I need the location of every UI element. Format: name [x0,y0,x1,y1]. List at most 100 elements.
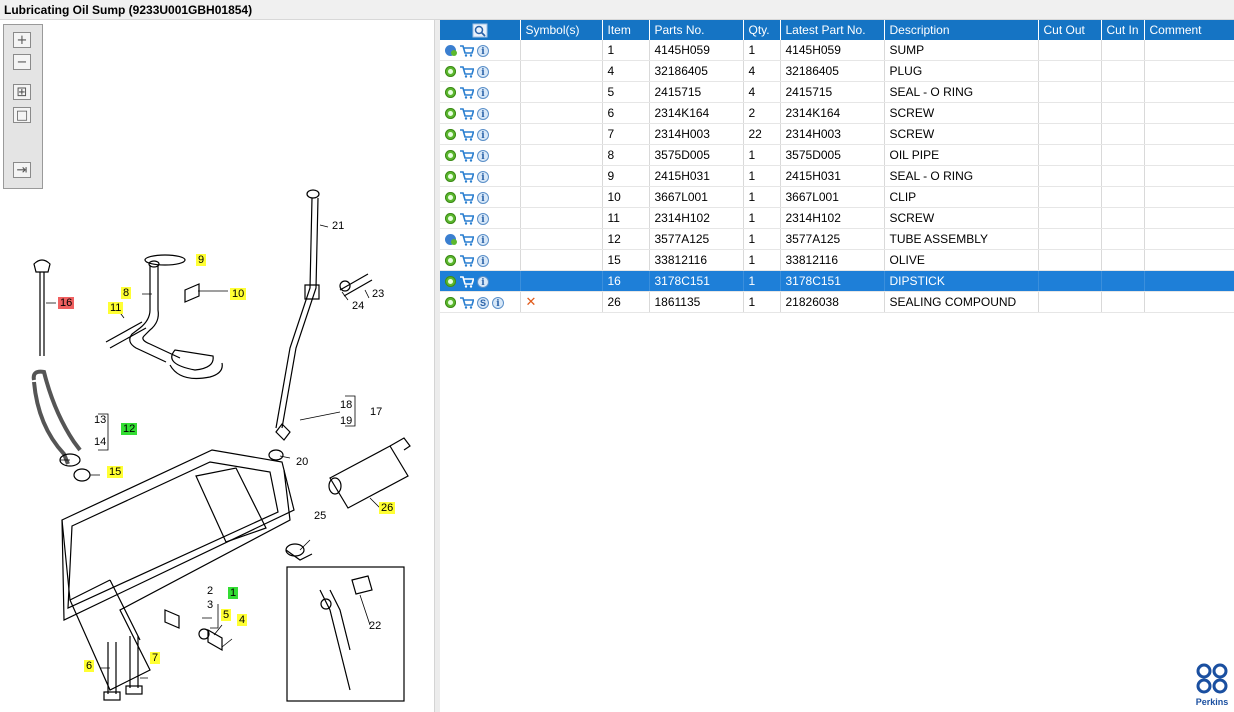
cell-latest-part-no[interactable]: 3575D005 [780,144,885,166]
row-tools[interactable]: i [440,123,521,145]
cell-item[interactable]: 9 [602,165,650,187]
callout-22[interactable]: 22 [369,620,382,632]
fit-page-button[interactable]: ⊞ [13,84,31,100]
gear-icon[interactable] [445,66,456,78]
service-s-icon[interactable]: S [477,296,489,309]
cell-latest-part-no[interactable]: 2415715 [780,81,885,103]
cell-symbols[interactable] [520,60,603,82]
cell-item[interactable]: 7 [602,123,650,145]
column-header-symbols[interactable]: Symbol(s) [520,20,603,40]
gear-icon[interactable] [445,129,456,141]
cell-symbols[interactable]: ✕ [520,291,603,313]
cell-comment[interactable] [1144,270,1234,292]
info-icon[interactable]: i [477,128,489,141]
cell-latest-part-no[interactable]: 3178C151 [780,270,885,292]
cell-latest-part-no[interactable]: 3667L001 [780,186,885,208]
zoom-out-button[interactable]: − [13,54,31,70]
cell-description[interactable]: SEALING COMPOUND [884,291,1039,313]
gear-icon[interactable] [445,297,456,309]
info-icon[interactable]: i [477,191,489,204]
callout-9[interactable]: 9 [196,254,207,266]
cell-comment[interactable] [1144,40,1234,61]
gear-icon[interactable] [445,150,456,162]
cell-description[interactable]: SCREW [884,102,1039,124]
cell-cut-in[interactable] [1101,165,1145,187]
cell-parts-no[interactable]: 32186405 [649,60,744,82]
gear-icon[interactable] [445,213,456,225]
info-icon[interactable]: i [477,65,489,78]
callout-13[interactable]: 13 [94,414,107,426]
cell-comment[interactable] [1144,207,1234,229]
row-tools[interactable]: i [440,144,521,166]
cell-comment[interactable] [1144,102,1234,124]
callout-26[interactable]: 26 [379,502,396,514]
cell-description[interactable]: SCREW [884,123,1039,145]
cell-latest-part-no[interactable]: 33812116 [780,249,885,271]
actual-size-button[interactable]: □ [13,107,31,123]
cell-comment[interactable] [1144,144,1234,166]
cell-symbols[interactable] [520,123,603,145]
cell-item[interactable]: 4 [602,60,650,82]
cell-comment[interactable] [1144,249,1234,271]
cell-description[interactable]: OIL PIPE [884,144,1039,166]
cell-description[interactable]: OLIVE [884,249,1039,271]
callout-5[interactable]: 5 [221,609,232,621]
cell-item[interactable]: 15 [602,249,650,271]
row-tools[interactable]: i [440,186,521,208]
cell-description[interactable]: SEAL - O RING [884,165,1039,187]
cell-qty[interactable]: 4 [743,81,781,103]
cell-cut-in[interactable] [1101,60,1145,82]
cell-symbols[interactable] [520,144,603,166]
cell-parts-no[interactable]: 2415715 [649,81,744,103]
info-icon[interactable]: i [477,275,489,288]
cell-description[interactable]: SUMP [884,40,1039,61]
cart-icon[interactable] [459,66,474,78]
column-header-parts-no[interactable]: Parts No. [649,20,744,40]
cell-symbols[interactable] [520,207,603,229]
cell-cut-out[interactable] [1038,207,1102,229]
callout-19[interactable]: 19 [340,415,353,427]
cell-latest-part-no[interactable]: 21826038 [780,291,885,313]
cell-symbols[interactable] [520,165,603,187]
gear-icon[interactable] [445,255,456,267]
cell-comment[interactable] [1144,186,1234,208]
cell-item[interactable]: 1 [602,40,650,61]
callout-10[interactable]: 10 [230,288,247,300]
callout-12[interactable]: 12 [121,423,138,435]
cell-cut-out[interactable] [1038,102,1102,124]
callout-18[interactable]: 18 [340,399,353,411]
callout-1[interactable]: 1 [228,587,239,599]
cell-qty[interactable]: 22 [743,123,781,145]
callout-21[interactable]: 21 [332,220,345,232]
cell-parts-no[interactable]: 3575D005 [649,144,744,166]
cell-item[interactable]: 8 [602,144,650,166]
callout-8[interactable]: 8 [121,287,132,299]
callout-25[interactable]: 25 [314,510,327,522]
cell-parts-no[interactable]: 4145H059 [649,40,744,61]
callout-4[interactable]: 4 [237,614,248,626]
cell-parts-no[interactable]: 2415H031 [649,165,744,187]
cell-comment[interactable] [1144,165,1234,187]
cell-parts-no[interactable]: 3178C151 [649,270,744,292]
cell-qty[interactable]: 1 [743,270,781,292]
cart-icon[interactable] [459,213,474,225]
row-tools[interactable]: i [440,270,521,292]
search-icon[interactable] [472,23,488,38]
column-header-item[interactable]: Item [602,20,650,40]
cell-item[interactable]: 12 [602,228,650,250]
callout-23[interactable]: 23 [372,288,385,300]
column-header-cut-out[interactable]: Cut Out [1038,20,1102,40]
cell-qty[interactable]: 4 [743,60,781,82]
cell-comment[interactable] [1144,123,1234,145]
cart-icon[interactable] [459,171,474,183]
cell-item[interactable]: 11 [602,207,650,229]
cell-description[interactable]: SEAL - O RING [884,81,1039,103]
